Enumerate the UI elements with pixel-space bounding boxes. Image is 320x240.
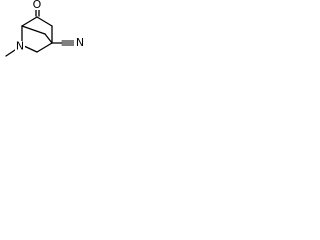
nitrogen-nitrile-label: N xyxy=(76,36,84,49)
molecule-diagram: O N N xyxy=(0,0,89,69)
ring-bonds xyxy=(21,16,53,53)
structure-svg: O N N xyxy=(5,0,85,57)
bond-bridge-c4 xyxy=(44,33,53,44)
nitrile-group xyxy=(51,40,75,46)
bond-c4-c5 xyxy=(36,42,53,53)
bond-c1-bridge xyxy=(21,25,46,35)
nitrogen-ring-label: N xyxy=(16,40,24,53)
oxygen-label: O xyxy=(33,0,42,11)
bond-c1-c2 xyxy=(21,16,38,27)
nitrogen-ring-label-bg xyxy=(15,41,25,51)
bond-c5-n xyxy=(23,45,38,53)
oxygen-label-bg xyxy=(32,0,42,10)
nitrogen-nitrile-label-bg xyxy=(74,37,85,48)
bond-c2-c3 xyxy=(36,16,53,27)
